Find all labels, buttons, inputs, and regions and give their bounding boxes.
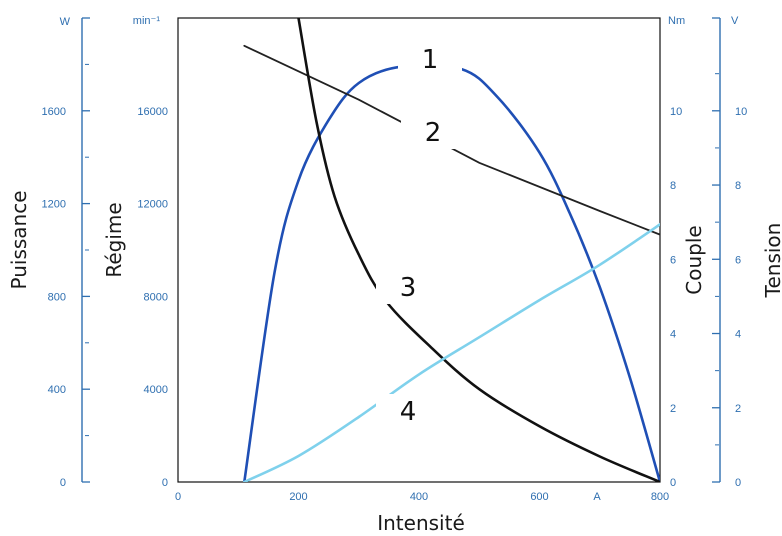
puissance-tick-label: 1200 bbox=[42, 199, 66, 211]
puissance-tick-label: 1600 bbox=[42, 106, 66, 118]
couple-tick-label: 10 bbox=[670, 106, 682, 118]
couple-tick-label: 6 bbox=[670, 254, 676, 266]
regime-tick-label: 16000 bbox=[137, 106, 168, 118]
couple-tick-label: 8 bbox=[670, 180, 676, 192]
regime-tick-label: 8000 bbox=[144, 291, 168, 303]
series-2-label: 2 bbox=[425, 118, 442, 148]
plot-frame bbox=[177, 17, 661, 483]
puissance-unit: W bbox=[60, 16, 71, 28]
series-2-label-bg bbox=[401, 115, 465, 149]
series-4-label-bg bbox=[376, 394, 440, 428]
puissance-axis-title: Puissance bbox=[7, 190, 31, 289]
puissance-tick-label: 800 bbox=[48, 291, 66, 303]
series-4-label: 4 bbox=[400, 397, 417, 427]
x-axis-title: Intensité bbox=[377, 511, 465, 535]
series-3-label-bg bbox=[376, 270, 440, 304]
tension-tick-label: 6 bbox=[735, 254, 741, 266]
series-3-line bbox=[297, 18, 660, 482]
regime-tick-label: 12000 bbox=[137, 199, 168, 211]
couple-axis-title: Couple bbox=[682, 225, 706, 294]
series-3-label: 3 bbox=[400, 273, 417, 303]
series-1-label: 1 bbox=[422, 45, 439, 75]
regime-unit: min⁻¹ bbox=[133, 15, 161, 27]
tension-tick-label: 10 bbox=[735, 106, 747, 118]
x-tick-label: 600 bbox=[530, 491, 548, 503]
series-1-label-bg bbox=[398, 42, 462, 76]
regime-tick-label: 4000 bbox=[144, 384, 168, 396]
puissance-tick-label: 400 bbox=[48, 384, 66, 396]
tension-tick-label: 0 bbox=[735, 477, 741, 489]
x-tick-label: 200 bbox=[289, 491, 307, 503]
regime-tick-label: 0 bbox=[162, 477, 168, 489]
tension-tick-label: 8 bbox=[735, 180, 741, 192]
couple-tick-label: 2 bbox=[670, 403, 676, 415]
couple-tick-label: 0 bbox=[670, 477, 676, 489]
x-tick-label: 400 bbox=[410, 491, 428, 503]
x-tick-label: 800 bbox=[651, 491, 669, 503]
puissance-tick-label: 0 bbox=[60, 477, 66, 489]
x-tick-label: 0 bbox=[175, 491, 181, 503]
series-4-line bbox=[243, 222, 660, 482]
tension-axis-title: Tension bbox=[761, 223, 782, 299]
x-unit: A bbox=[593, 491, 601, 503]
series-2-line bbox=[243, 44, 660, 236]
couple-tick-label: 4 bbox=[670, 329, 676, 341]
tension-tick-label: 4 bbox=[735, 329, 741, 341]
regime-axis-title: Régime bbox=[102, 202, 126, 277]
tension-tick-label: 2 bbox=[735, 403, 741, 415]
tension-unit: V bbox=[731, 15, 739, 27]
couple-unit: Nm bbox=[668, 15, 685, 27]
